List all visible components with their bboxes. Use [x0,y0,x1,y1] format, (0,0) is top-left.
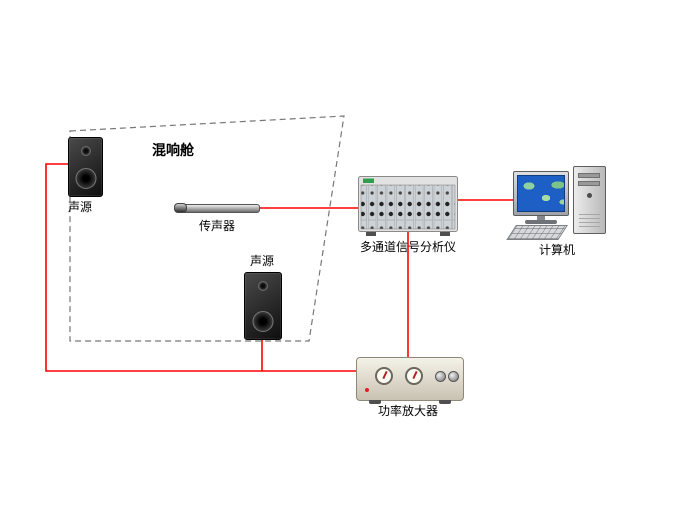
vu-meter-icon [405,367,423,385]
power-amplifier [356,357,464,404]
vu-meter-icon [375,367,393,385]
chamber-label: 混响舱 [152,142,194,158]
tower-drive-bay [578,173,600,178]
computer-tower [573,166,606,234]
computer-label: 计算机 [538,243,575,257]
speaker-tweeter-icon [80,146,91,156]
signal-analyzer [358,176,458,236]
microphone-label: 传声器 [198,219,235,233]
microphone-icon [174,203,260,213]
analyzer-front-panel-icon [358,176,458,232]
tower-drive-bay [578,181,600,186]
volume-knob-icon [435,371,446,382]
analyzer-foot [366,232,376,236]
monitor-screen-world-map-icon [517,175,565,212]
amplifier-label: 功率放大器 [377,404,438,418]
speaker-woofer-icon [252,311,274,332]
source-top-label: 声源 [68,200,93,214]
monitor-base [525,220,557,224]
computer-keyboard-icon [506,225,568,240]
power-led-icon [365,388,369,392]
computer-monitor [513,171,569,216]
tower-vents-icon [579,213,600,227]
speaker-top [68,137,103,197]
speaker-bottom [244,272,282,340]
volume-knob-icon [448,371,459,382]
analyzer-label: 多通道信号分析仪 [359,240,456,254]
source-bottom-label: 声源 [249,254,274,268]
monitor-neck [537,216,545,221]
amplifier-foot [439,400,451,404]
analyzer-brand-tag-icon [363,178,374,183]
analyzer-foot [440,232,450,236]
speaker-tweeter-icon [258,281,268,291]
speaker-woofer-icon [75,168,96,189]
amplifier-foot [369,400,381,404]
tower-power-button-icon [587,193,592,198]
